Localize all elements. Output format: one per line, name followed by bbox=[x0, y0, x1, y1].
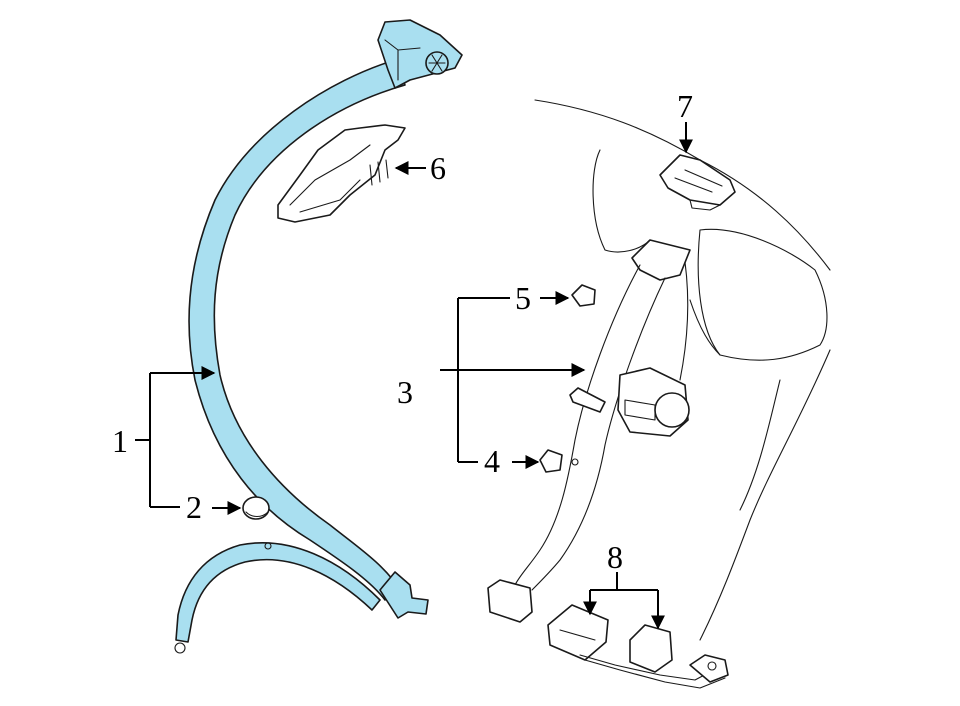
belt-lower-strap bbox=[175, 541, 381, 643]
callout-6: 6 bbox=[430, 150, 446, 186]
callout-4: 4 bbox=[484, 443, 500, 479]
callout-8: 8 bbox=[607, 539, 623, 575]
belt-webbing-upper bbox=[188, 59, 406, 601]
button-part-5 bbox=[571, 284, 596, 307]
callout-1: 1 bbox=[112, 423, 128, 459]
button-part-4 bbox=[539, 449, 563, 473]
belt-anchor-end bbox=[379, 571, 429, 619]
callout-5: 5 bbox=[515, 280, 531, 316]
callout-3: 3 bbox=[397, 374, 413, 410]
buckle-assembly-part-8 bbox=[547, 604, 729, 689]
rear-belt-assembly-part-3 bbox=[487, 239, 691, 623]
callout-2: 2 bbox=[186, 489, 202, 525]
rear-anchor-plate bbox=[487, 579, 533, 623]
callout-7: 7 bbox=[677, 88, 693, 124]
belt-assembly-part-1 bbox=[174, 19, 463, 654]
button-stop-part-2 bbox=[242, 496, 270, 520]
belt-retractor-top bbox=[377, 19, 463, 89]
leader-lines bbox=[135, 122, 693, 630]
trim-cover-part-6 bbox=[277, 124, 406, 223]
bezel-part-7 bbox=[659, 154, 736, 211]
